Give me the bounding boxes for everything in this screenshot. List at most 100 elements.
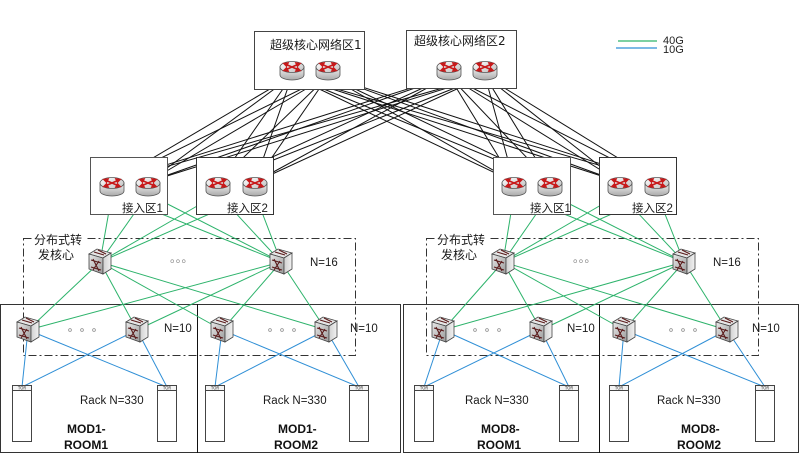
distributed-core-right-label-line2: 发核心 (441, 247, 477, 262)
tor-label: TOR (614, 386, 624, 391)
link-core-to-access (448, 75, 621, 183)
room-mod1-room2-name-line1: MOD1- (278, 422, 317, 436)
distributed-core-switch-2 (269, 248, 293, 275)
room-mod8-room2-name-line2: ROOM2 (677, 438, 721, 452)
distributed-core-region-left (23, 238, 356, 356)
access-router-7 (607, 177, 633, 197)
switch-arrows-icon (212, 317, 229, 340)
access-zones: 接入区1 接入区2 接入区1 接入区2 (90, 157, 677, 215)
switch-arrows-icon (614, 317, 631, 340)
tor-label: TOR (210, 386, 220, 391)
distributed-core-left-label-line1: 分布式转 (34, 232, 82, 247)
link-40g-dc-to-room-switch (99, 261, 327, 331)
switch-arrows-icon (127, 317, 144, 340)
link-core-to-access (147, 75, 329, 183)
link-40g-dc-to-room-switch (136, 261, 282, 331)
room-labels: N=10 N=10 N=10 N=10 Rack N=330 Rack N=33… (64, 323, 780, 452)
access-zone-left-1 (90, 157, 168, 215)
tor-switch (12, 385, 32, 391)
room-mod1-room1-switch-count: N=10 (164, 323, 192, 335)
tor-rack-7: TOR (609, 385, 629, 442)
access-zone-left-2-label: 接入区2 (227, 202, 268, 215)
access-router-4 (242, 177, 268, 197)
access-zone-right-1-label: 接入区1 (530, 202, 571, 215)
legend-label-10g: 10G (663, 44, 684, 56)
tor-label: TOR (564, 386, 574, 391)
room-mod1-room1-name-line2: ROOM1 (64, 438, 108, 452)
router-arrows-icon (208, 178, 228, 188)
link-10g-switch-to-tor (623, 329, 766, 388)
link-40g-dc-to-room-switch (442, 261, 685, 331)
tor-label: TOR (162, 386, 172, 391)
switch-arrows-icon (493, 249, 510, 272)
core-router-3 (436, 61, 462, 81)
legend-label-40g: 40G (663, 35, 684, 47)
room-mod8-room1-name-line2: ROOM1 (477, 438, 521, 452)
tor-rack-3: TOR (205, 385, 225, 442)
room-mod1-room1-rack-label: Rack N=330 (80, 395, 144, 407)
link-core-to-access (111, 75, 486, 183)
link-core-to-access (291, 75, 515, 183)
link-10g-switch-to-tor (214, 329, 327, 388)
link-core-to-access (484, 75, 621, 183)
distributed-core-switch-4 (672, 248, 696, 275)
room-mod1-room2-name-line2: ROOM2 (274, 438, 318, 452)
link-10g-switch-to-tor (442, 329, 570, 388)
tor-rack-5: TOR (414, 385, 434, 442)
room-switch-2 (125, 316, 149, 343)
access-zone-left-1-label: 接入区1 (122, 202, 163, 215)
link-40g-dc-to-room-switch (540, 261, 685, 331)
distributed-core-region-right (426, 238, 759, 356)
switch-arrows-icon (674, 249, 691, 272)
link-core-to-access (327, 75, 621, 183)
tor-switch (755, 385, 775, 391)
room-mod8-room1-rack-label: Rack N=330 (465, 395, 529, 407)
switch-arrows-icon (316, 317, 333, 340)
link-40g-dc-to-room-switch (442, 261, 504, 331)
router-arrows-icon (610, 178, 630, 188)
link-core-to-access (254, 75, 486, 183)
link-40g-dc-to-room-switch (280, 261, 327, 331)
link-40g-dc-to-room-switch (27, 261, 101, 331)
link-40g-dc-to-room-switch (502, 261, 728, 331)
core-router-1 (279, 61, 305, 81)
room-box-mod8 (403, 304, 799, 453)
tor-rack-6: TOR (559, 385, 579, 442)
tor-switch (349, 385, 369, 391)
link-40g-dc-to-room-switch (623, 261, 685, 331)
room-switch-ellipsis (68, 328, 96, 332)
room-mod1-room2-switch-count: N=10 (350, 323, 378, 335)
link-10g-switch-to-tor (618, 329, 728, 388)
super-core-zones: 超级核心网络区1 超级核心网络区2 (254, 30, 517, 90)
core-router-4 (472, 61, 498, 81)
room-mod8-room2-rack-label: Rack N=330 (657, 395, 721, 407)
room-switch-3 (210, 316, 234, 343)
tor-switch (157, 385, 177, 391)
room-switch-ellipsis (268, 328, 296, 332)
access-router-3 (205, 177, 231, 197)
tor-switch (559, 385, 579, 391)
tor-label: TOR (17, 386, 27, 391)
distributed-core-right-ellipsis: 。。。 (573, 253, 596, 265)
distributed-core-right-count: N=16 (713, 257, 741, 269)
link-10g-switch-to-tor (27, 329, 168, 388)
distributed-core-labels: 分布式转 发核心 N=16 。。。 分布式转 发核心 N=16 。。。 (32, 232, 741, 269)
room-switch-5 (431, 316, 455, 343)
link-40g-dc-to-room-switch (99, 261, 223, 331)
access-router-1 (99, 177, 125, 197)
tor-rack-8: TOR (755, 385, 775, 442)
router-arrows-icon (245, 178, 265, 188)
link-40g-dc-to-room-switch (221, 261, 282, 331)
access-router-6 (537, 177, 563, 197)
switch-arrows-icon (271, 249, 288, 272)
distributed-core-switch-1 (88, 248, 112, 275)
room-switch-6 (529, 316, 553, 343)
switch-arrows-icon (90, 249, 107, 272)
room-mod1-room2-rack-label: Rack N=330 (263, 395, 327, 407)
room-mod8-room1-switch-count: N=10 (567, 323, 595, 335)
router-arrows-icon (647, 178, 667, 188)
room-switch-4 (314, 316, 338, 343)
link-10g-switch-to-tor (423, 329, 542, 388)
room-switch-ellipsis (473, 328, 501, 332)
